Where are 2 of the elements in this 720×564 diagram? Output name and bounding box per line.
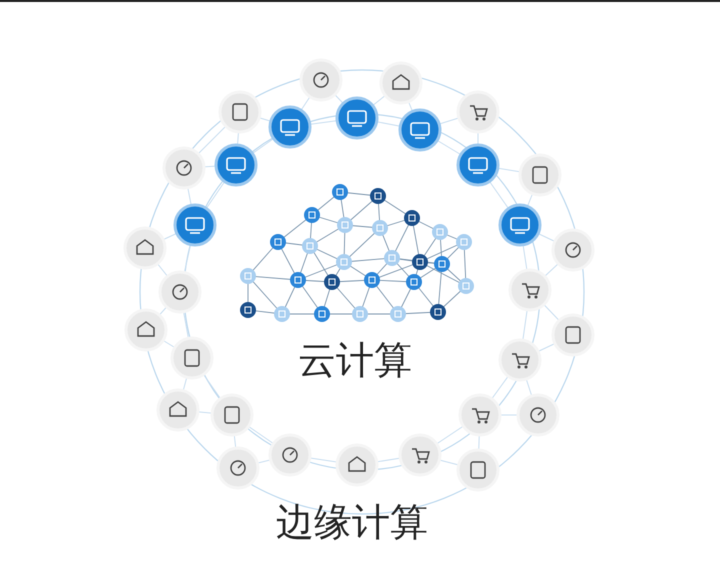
- caption-text: 边缘计算: [276, 500, 428, 544]
- caption-text: 云计算: [298, 338, 412, 382]
